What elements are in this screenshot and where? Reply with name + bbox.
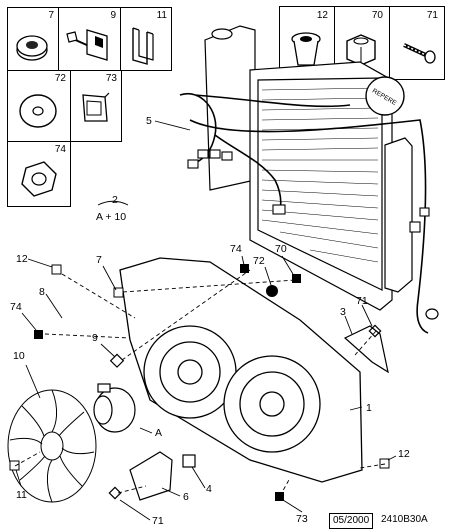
fan-wheel — [7, 389, 97, 503]
callout-5: 5 — [146, 115, 152, 127]
repere-tag — [365, 76, 405, 116]
footer-date: 05/2000 — [329, 513, 374, 529]
spring-clip-icon — [132, 27, 154, 65]
bracket-3 — [343, 325, 389, 374]
radiator-fins — [261, 87, 379, 263]
callout-74-left: 74 — [10, 301, 22, 313]
fan-shroud — [119, 257, 363, 483]
callout-3: 3 — [340, 306, 346, 318]
panel-number: 70 — [371, 10, 383, 21]
callout-71-right: 71 — [356, 295, 368, 307]
callout-11: 11 — [16, 489, 27, 501]
panel-number: 71 — [426, 10, 438, 21]
resistor — [182, 454, 196, 468]
screw-icon — [403, 43, 436, 64]
hex-nut-icon — [21, 161, 57, 197]
callout-71-bottom: 71 — [152, 515, 164, 527]
part-panel-7: 7 — [7, 7, 59, 71]
leader-lines — [14, 120, 397, 521]
harness-connectors — [187, 149, 430, 233]
callout-9: 9 — [92, 332, 98, 344]
grommet-icon — [16, 35, 48, 61]
callout-1: 1 — [366, 402, 372, 414]
fixing-markers — [9, 264, 390, 501]
radiator-side-tank — [384, 137, 413, 293]
part-panel-73: 73 — [70, 70, 122, 142]
part-panel-71: 71 — [389, 6, 445, 80]
footer-code: 2410B30A — [381, 514, 428, 525]
ref-note-number: 2 — [112, 194, 118, 206]
panel-number: 9 — [110, 10, 116, 21]
callout-8: 8 — [39, 286, 45, 298]
bush-icon — [291, 32, 321, 66]
part-panel-9: 9 — [58, 7, 121, 71]
panel-number: 72 — [54, 73, 66, 84]
panel-number: 73 — [105, 73, 117, 84]
ref-note-text: A + 10 — [96, 211, 127, 223]
radiator — [204, 25, 393, 311]
callout-74-center: 74 — [230, 243, 242, 255]
bracket-4 — [129, 451, 173, 501]
connector-ring — [425, 308, 439, 320]
fan-motor — [93, 383, 136, 433]
callout-7: 7 — [96, 254, 102, 266]
panel-number: 11 — [156, 10, 167, 21]
part-panel-74: 74 — [7, 141, 71, 207]
callout-10: 10 — [13, 350, 25, 362]
wiring-harness — [179, 92, 429, 334]
clip-nut-icon — [66, 29, 108, 61]
callout-12-bottom: 12 — [398, 448, 410, 460]
callout-12-top: 12 — [16, 253, 28, 265]
callout-72: 72 — [253, 255, 265, 267]
tank-cap — [211, 28, 233, 40]
panel-number: 7 — [48, 10, 54, 21]
callout-70: 70 — [275, 243, 287, 255]
part-panel-11: 11 — [120, 7, 172, 71]
cage-nut-icon — [82, 92, 110, 122]
washer-icon — [19, 94, 57, 128]
callout-A: A — [155, 427, 163, 439]
callout-4: 4 — [206, 483, 212, 495]
panel-number: 74 — [54, 144, 66, 155]
callout-73: 73 — [296, 513, 308, 525]
panel-number: 12 — [316, 10, 328, 21]
callout-6: 6 — [183, 491, 189, 503]
part-panel-72: 72 — [7, 70, 71, 142]
